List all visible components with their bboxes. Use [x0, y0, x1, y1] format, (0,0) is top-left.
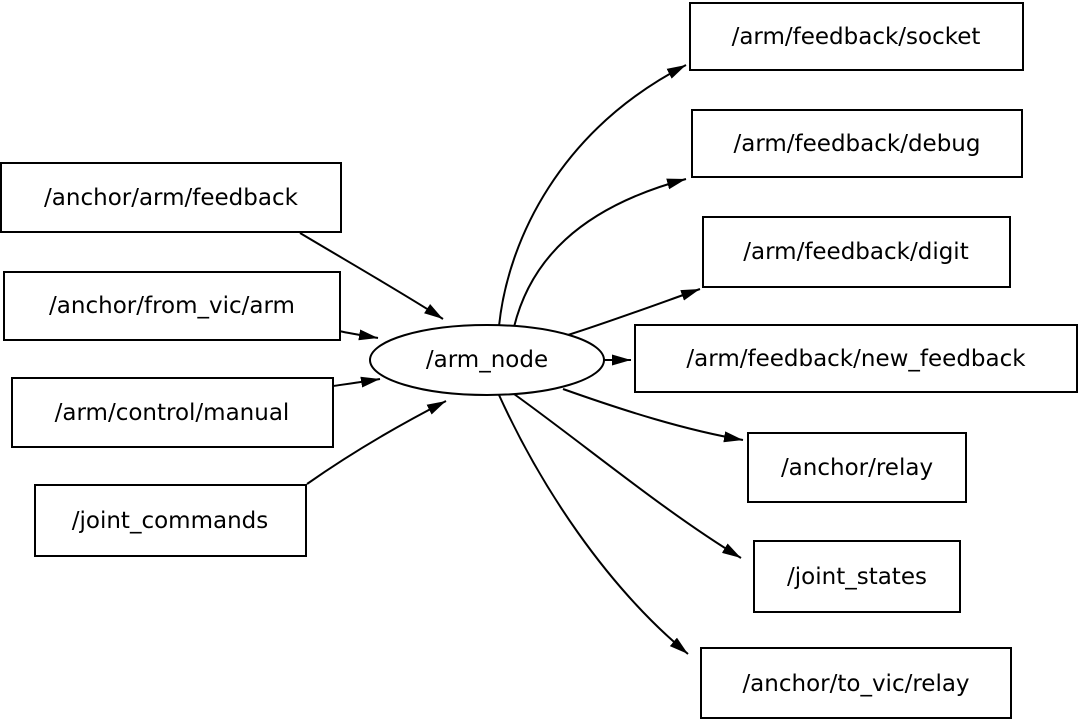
topic-label: /arm/feedback/digit — [743, 239, 968, 265]
edge-arm-node-to-arm-feedback-socket — [498, 64, 687, 327]
topic-label: /anchor/from_vic/arm — [49, 293, 295, 319]
edge-arm-node-to-joint-states — [513, 393, 742, 559]
edge-arm-node-to-anchor-relay — [562, 388, 744, 443]
topic-node-arm-feedback-socket: /arm/feedback/socket — [689, 2, 1024, 71]
topic-label: /arm/feedback/new_feedback — [686, 346, 1026, 372]
topic-label: /anchor/arm/feedback — [44, 185, 299, 211]
topic-box — [3, 271, 341, 341]
node-ellipse — [369, 324, 605, 396]
topic-box — [753, 540, 961, 613]
edge-joint-commands-to-arm-node — [306, 400, 447, 485]
topic-label: /joint_commands — [72, 508, 268, 534]
topic-box — [34, 484, 307, 557]
edge-anchor-from-vic-arm-to-arm-node — [338, 329, 379, 341]
topic-node-joint-states: /joint_states — [753, 540, 961, 613]
topic-box — [700, 647, 1012, 719]
topic-label: /arm/feedback/socket — [732, 24, 981, 50]
edge-anchor-arm-feedback-to-arm-node — [299, 232, 444, 320]
topic-node-arm-feedback-digit: /arm/feedback/digit — [702, 216, 1011, 288]
topic-box — [689, 2, 1024, 71]
topic-label: /joint_states — [787, 564, 927, 590]
topic-label: /arm/feedback/debug — [734, 131, 981, 157]
topic-node-joint-commands: /joint_commands — [34, 484, 307, 557]
topic-node-arm-feedback-new-feedback: /arm/feedback/new_feedback — [634, 324, 1078, 393]
topic-box — [634, 324, 1078, 393]
topic-node-anchor-relay: /anchor/relay — [747, 432, 967, 503]
topic-label: /anchor/to_vic/relay — [742, 671, 969, 697]
topic-label: /anchor/relay — [781, 455, 933, 481]
edge-arm-node-to-anchor-to-vic-relay — [498, 394, 689, 655]
topic-node-anchor-to-vic-relay: /anchor/to_vic/relay — [700, 647, 1012, 719]
topic-box — [0, 162, 342, 233]
edge-arm-node-to-arm-feedback-debug — [513, 178, 687, 328]
edge-arm-node-to-arm-feedback-digit — [567, 288, 701, 336]
topic-box — [747, 432, 967, 503]
topic-node-arm-control-manual: /arm/control/manual — [11, 377, 334, 448]
topic-label: /arm/control/manual — [55, 400, 290, 426]
topic-node-arm-feedback-debug: /arm/feedback/debug — [691, 109, 1023, 178]
ros-node-arm-node: /arm_node — [369, 324, 605, 396]
topic-box — [702, 216, 1011, 288]
topic-box — [691, 109, 1023, 178]
node-label: /arm_node — [426, 347, 548, 373]
edges — [299, 64, 744, 655]
topic-node-anchor-from-vic-arm: /anchor/from_vic/arm — [3, 271, 341, 341]
edge-arm-control-manual-to-arm-node — [332, 376, 381, 388]
topic-node-anchor-arm-feedback: /anchor/arm/feedback — [0, 162, 342, 233]
topic-box — [11, 377, 334, 448]
